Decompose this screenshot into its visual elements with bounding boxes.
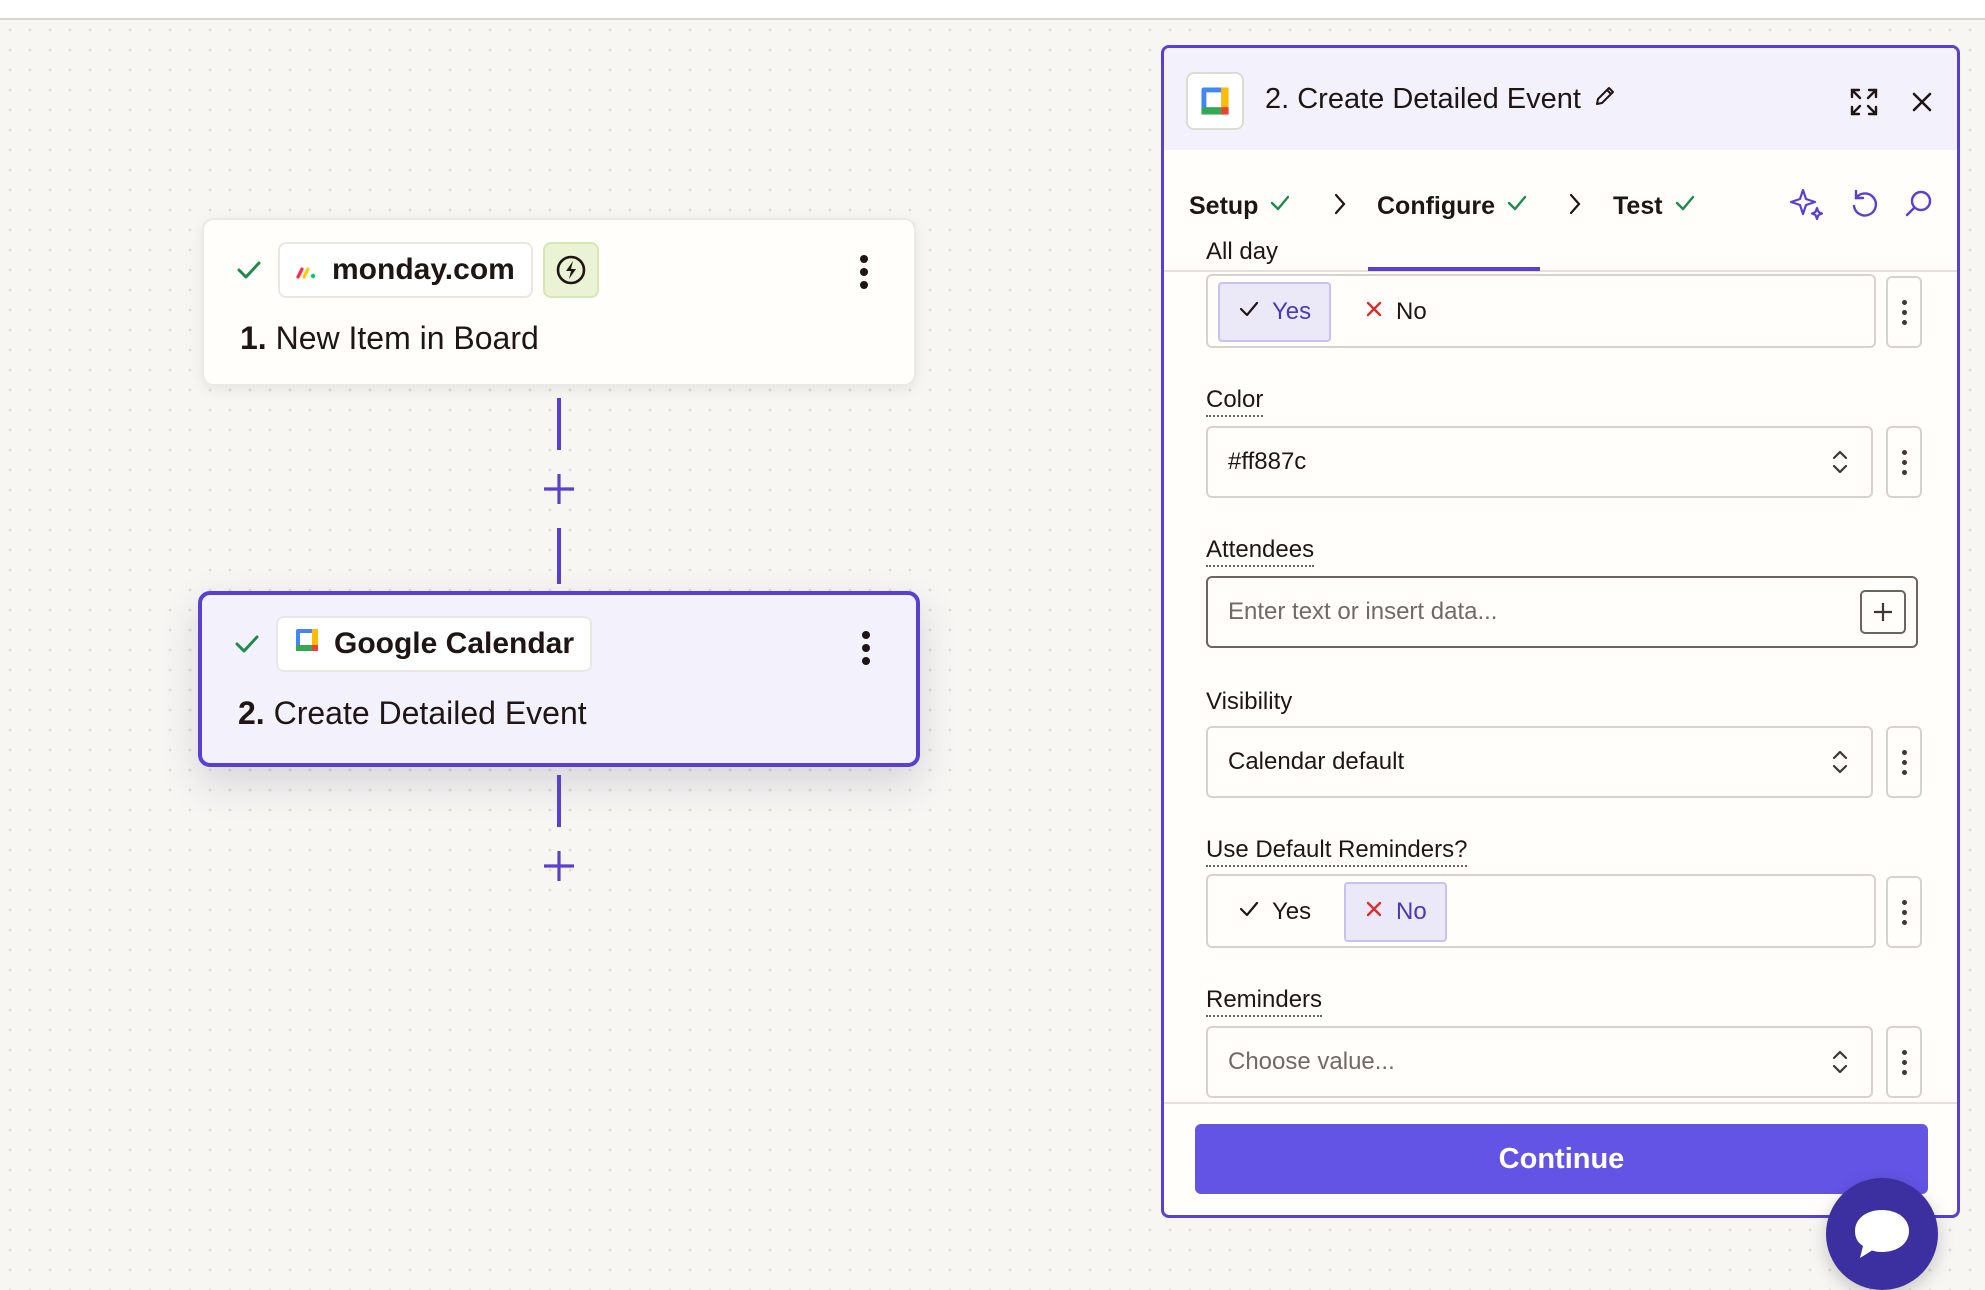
chevron-right-icon: [1568, 192, 1582, 221]
all-day-toggle-group: Yes No: [1206, 274, 1876, 348]
plus-icon[interactable]: [539, 469, 579, 509]
up-down-chevron-icon: [1829, 447, 1851, 477]
connector-line: [557, 398, 561, 450]
attendees-input[interactable]: Enter text or insert data...: [1206, 576, 1918, 648]
tab-label: Setup: [1189, 191, 1259, 220]
visibility-select[interactable]: Calendar default: [1206, 726, 1873, 798]
check-icon: [1505, 191, 1529, 222]
step-title: 2. Create Detailed Event: [238, 695, 587, 732]
color-value: #ff887c: [1228, 448, 1307, 475]
check-icon: [1238, 898, 1260, 927]
app-name: monday.com: [332, 253, 515, 286]
active-tab-indicator: [1368, 267, 1540, 271]
continue-button[interactable]: Continue: [1195, 1124, 1928, 1194]
x-icon: [1364, 298, 1384, 326]
panel-title[interactable]: 2. Create Detailed Event: [1265, 83, 1617, 116]
field-label-use-default-reminders: Use Default Reminders?: [1206, 836, 1468, 867]
use-default-reminders-no-option[interactable]: No: [1344, 882, 1447, 942]
visibility-value: Calendar default: [1228, 748, 1405, 775]
step-name: New Item in Board: [275, 320, 539, 356]
check-icon: [234, 255, 264, 285]
option-label: No: [1396, 898, 1427, 925]
step-card-action[interactable]: Google Calendar 2. Create Detailed Event: [198, 591, 920, 767]
all-day-yes-option[interactable]: Yes: [1218, 282, 1332, 342]
panel-title-text: 2. Create Detailed Event: [1265, 83, 1581, 115]
top-bar: [0, 0, 1985, 20]
all-day-no-option[interactable]: No: [1344, 282, 1447, 342]
connector-line: [557, 528, 561, 584]
panel-header: 2. Create Detailed Event: [1164, 48, 1957, 150]
field-options-icon[interactable]: [1886, 876, 1922, 948]
field-options-icon[interactable]: [1886, 426, 1922, 498]
color-select[interactable]: #ff887c: [1206, 426, 1873, 498]
step-number: 2.: [238, 695, 265, 731]
option-label: Yes: [1272, 298, 1312, 325]
step-menu-icon[interactable]: [858, 255, 870, 289]
step-editor-panel: 2. Create Detailed Event Setup: [1161, 45, 1960, 1218]
plus-icon[interactable]: [539, 846, 579, 886]
attendees-placeholder: Enter text or insert data...: [1228, 598, 1498, 625]
expand-icon[interactable]: [1844, 82, 1884, 122]
sparkle-icon[interactable]: [1787, 184, 1827, 224]
reminders-select[interactable]: Choose value...: [1206, 1026, 1873, 1098]
field-label-visibility: Visibility: [1206, 688, 1293, 715]
tab-setup[interactable]: Setup: [1189, 186, 1292, 226]
check-icon: [1238, 298, 1260, 327]
reminders-placeholder: Choose value...: [1228, 1048, 1395, 1075]
app-name: Google Calendar: [334, 627, 575, 660]
step-number: 1.: [240, 320, 267, 356]
step-name: Create Detailed Event: [273, 695, 587, 731]
use-default-reminders-toggle-group: Yes No: [1206, 874, 1876, 948]
check-icon: [1673, 191, 1697, 222]
tab-label: Configure: [1377, 191, 1496, 220]
field-label-color: Color: [1206, 386, 1264, 417]
insert-data-plus-icon[interactable]: [1860, 590, 1906, 634]
field-label-all-day: All day: [1206, 238, 1279, 265]
field-options-icon[interactable]: [1886, 726, 1922, 798]
close-icon[interactable]: [1902, 82, 1942, 122]
tab-test[interactable]: Test: [1613, 186, 1697, 226]
tab-configure[interactable]: Configure: [1377, 186, 1529, 226]
google-calendar-icon: [1186, 72, 1244, 130]
lightning-bolt-icon[interactable]: [542, 242, 599, 298]
up-down-chevron-icon: [1829, 1047, 1851, 1077]
check-icon: [232, 629, 262, 659]
google-calendar-icon: [294, 627, 320, 661]
step-card-trigger[interactable]: monday.com 1. New Item in Board: [202, 218, 916, 386]
up-down-chevron-icon: [1829, 747, 1851, 777]
search-icon[interactable]: [1899, 184, 1939, 224]
step-title: 1. New Item in Board: [240, 320, 539, 357]
step-tabs: Setup Configure Test: [1164, 150, 1957, 272]
footer-divider: [1164, 1102, 1957, 1104]
use-default-reminders-yes-option[interactable]: Yes: [1218, 882, 1331, 942]
monday-logo-icon: [296, 253, 318, 287]
tab-label: Test: [1613, 191, 1663, 220]
step-menu-icon[interactable]: [860, 631, 872, 665]
connector-line: [557, 775, 561, 827]
check-icon: [1268, 191, 1292, 222]
x-icon: [1364, 898, 1384, 926]
option-label: Yes: [1272, 898, 1312, 925]
field-options-icon[interactable]: [1886, 276, 1922, 348]
field-label-attendees: Attendees: [1206, 536, 1315, 567]
pencil-icon[interactable]: [1593, 83, 1617, 116]
field-options-icon[interactable]: [1886, 1026, 1922, 1098]
undo-icon[interactable]: [1844, 184, 1884, 224]
app-chip-google-calendar[interactable]: Google Calendar: [276, 616, 593, 672]
chevron-right-icon: [1333, 192, 1347, 221]
option-label: No: [1396, 298, 1427, 325]
app-chip-monday[interactable]: monday.com: [278, 242, 533, 298]
chat-bubble-icon[interactable]: [1826, 1178, 1938, 1290]
field-label-reminders: Reminders: [1206, 986, 1323, 1017]
